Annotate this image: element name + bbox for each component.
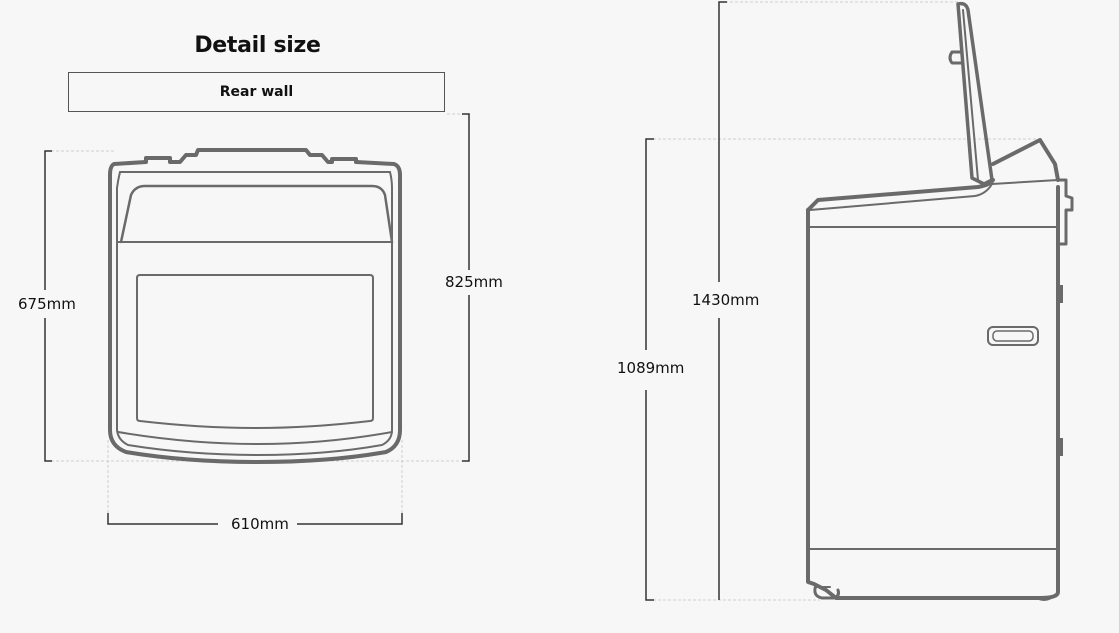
side-view-washer <box>806 1 1074 601</box>
side-view-dimensions <box>645 1 727 601</box>
depth-with-wall-dimension-label: 825mm <box>443 273 505 291</box>
width-dimension-label: 610mm <box>229 515 291 533</box>
page-title: Detail size <box>194 33 321 58</box>
depth-dimension-label: 675mm <box>16 295 78 313</box>
height-dimension-label: 1089mm <box>615 359 687 377</box>
top-view-washer <box>108 148 402 464</box>
height-lid-open-dimension-label: 1430mm <box>690 291 762 309</box>
rear-wall-label: Rear wall <box>219 84 294 100</box>
top-view-dimensions <box>44 113 470 525</box>
rear-wall-box: Rear wall <box>68 72 445 112</box>
